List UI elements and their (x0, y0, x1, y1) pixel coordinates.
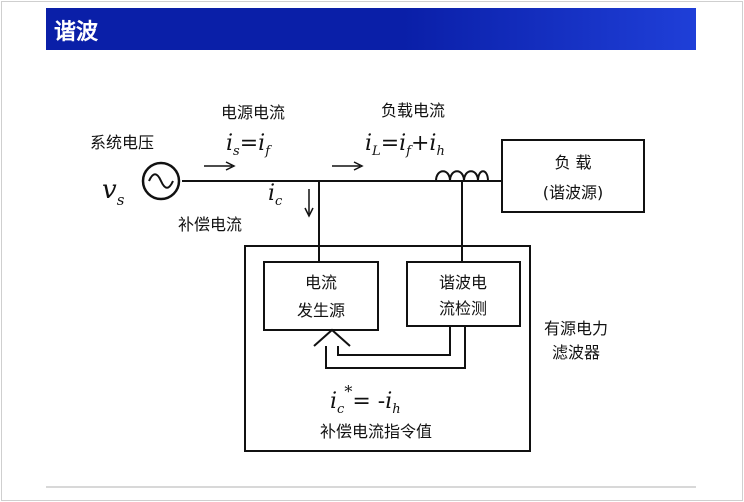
load-box (501, 139, 645, 213)
apf-label-line1: 有源电力 (544, 319, 608, 338)
apf-box (244, 245, 531, 452)
current-generator-box (263, 261, 379, 331)
bottom-divider (46, 486, 696, 488)
load-box-subtitle: (谐波源) (543, 183, 604, 202)
generator-box-line1: 电流 (305, 273, 337, 292)
load-current-equation: iL=if+ih (365, 131, 445, 159)
generator-box-line2: 发生源 (297, 301, 345, 320)
feedback-arrow-icon (313, 328, 351, 347)
system-voltage-label: 系统电压 (90, 133, 154, 152)
detector-box-line2: 流检测 (439, 299, 487, 318)
reference-current-equation: ic*= -ih (330, 382, 401, 417)
current-sensor-coil-icon (435, 170, 489, 182)
detector-box-line1: 谐波电 (439, 273, 487, 292)
feedback-wire (337, 326, 451, 356)
harmonic-detector-box (406, 261, 521, 327)
reference-current-label: 补偿电流指令值 (320, 422, 432, 441)
source-voltage-symbol: vs (102, 175, 125, 209)
sine-wave-icon (148, 173, 174, 189)
load-box-title: 负 载 (554, 153, 591, 172)
comp-current-symbol: ic (268, 181, 283, 209)
comp-current-label: 补偿电流 (178, 215, 242, 234)
slide-title: 谐波 (54, 20, 99, 45)
title-bar: 谐波 (46, 8, 696, 50)
source-current-label: 电源电流 (221, 103, 285, 122)
apf-label-line2: 滤波器 (552, 343, 600, 362)
source-current-equation: is=if (226, 131, 272, 159)
load-current-label: 负载电流 (381, 101, 445, 120)
